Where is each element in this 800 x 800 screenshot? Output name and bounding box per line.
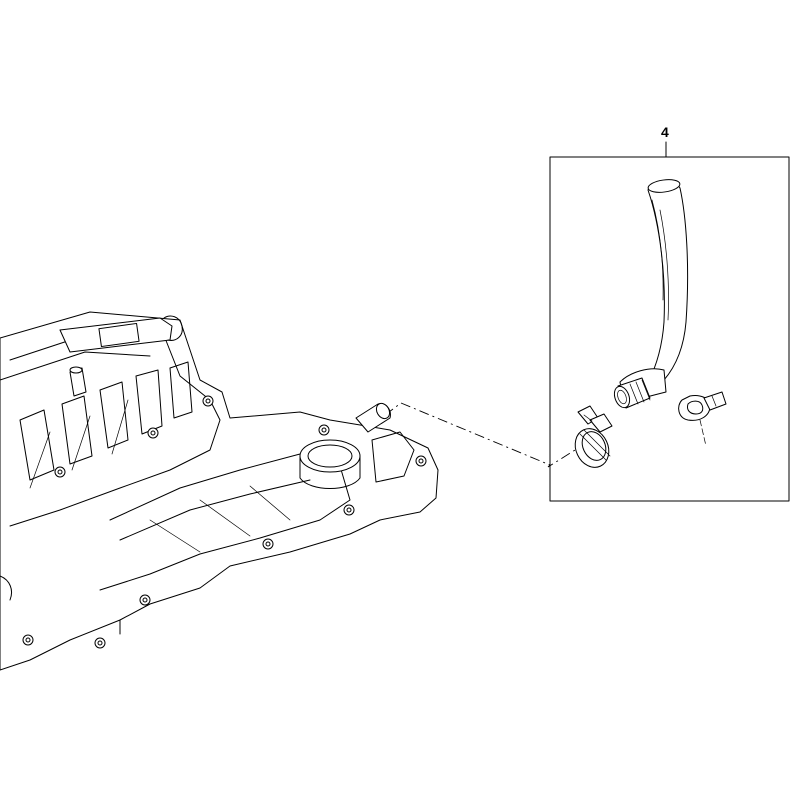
callout-4-label: 4 [661,124,669,140]
detail-box [549,156,790,502]
hose-clamp-lower [574,405,613,468]
intake-manifold [0,311,439,671]
hose-part-4 [613,179,689,409]
hose-clamp-upper [678,391,727,447]
assembly-connection-line [384,402,584,468]
